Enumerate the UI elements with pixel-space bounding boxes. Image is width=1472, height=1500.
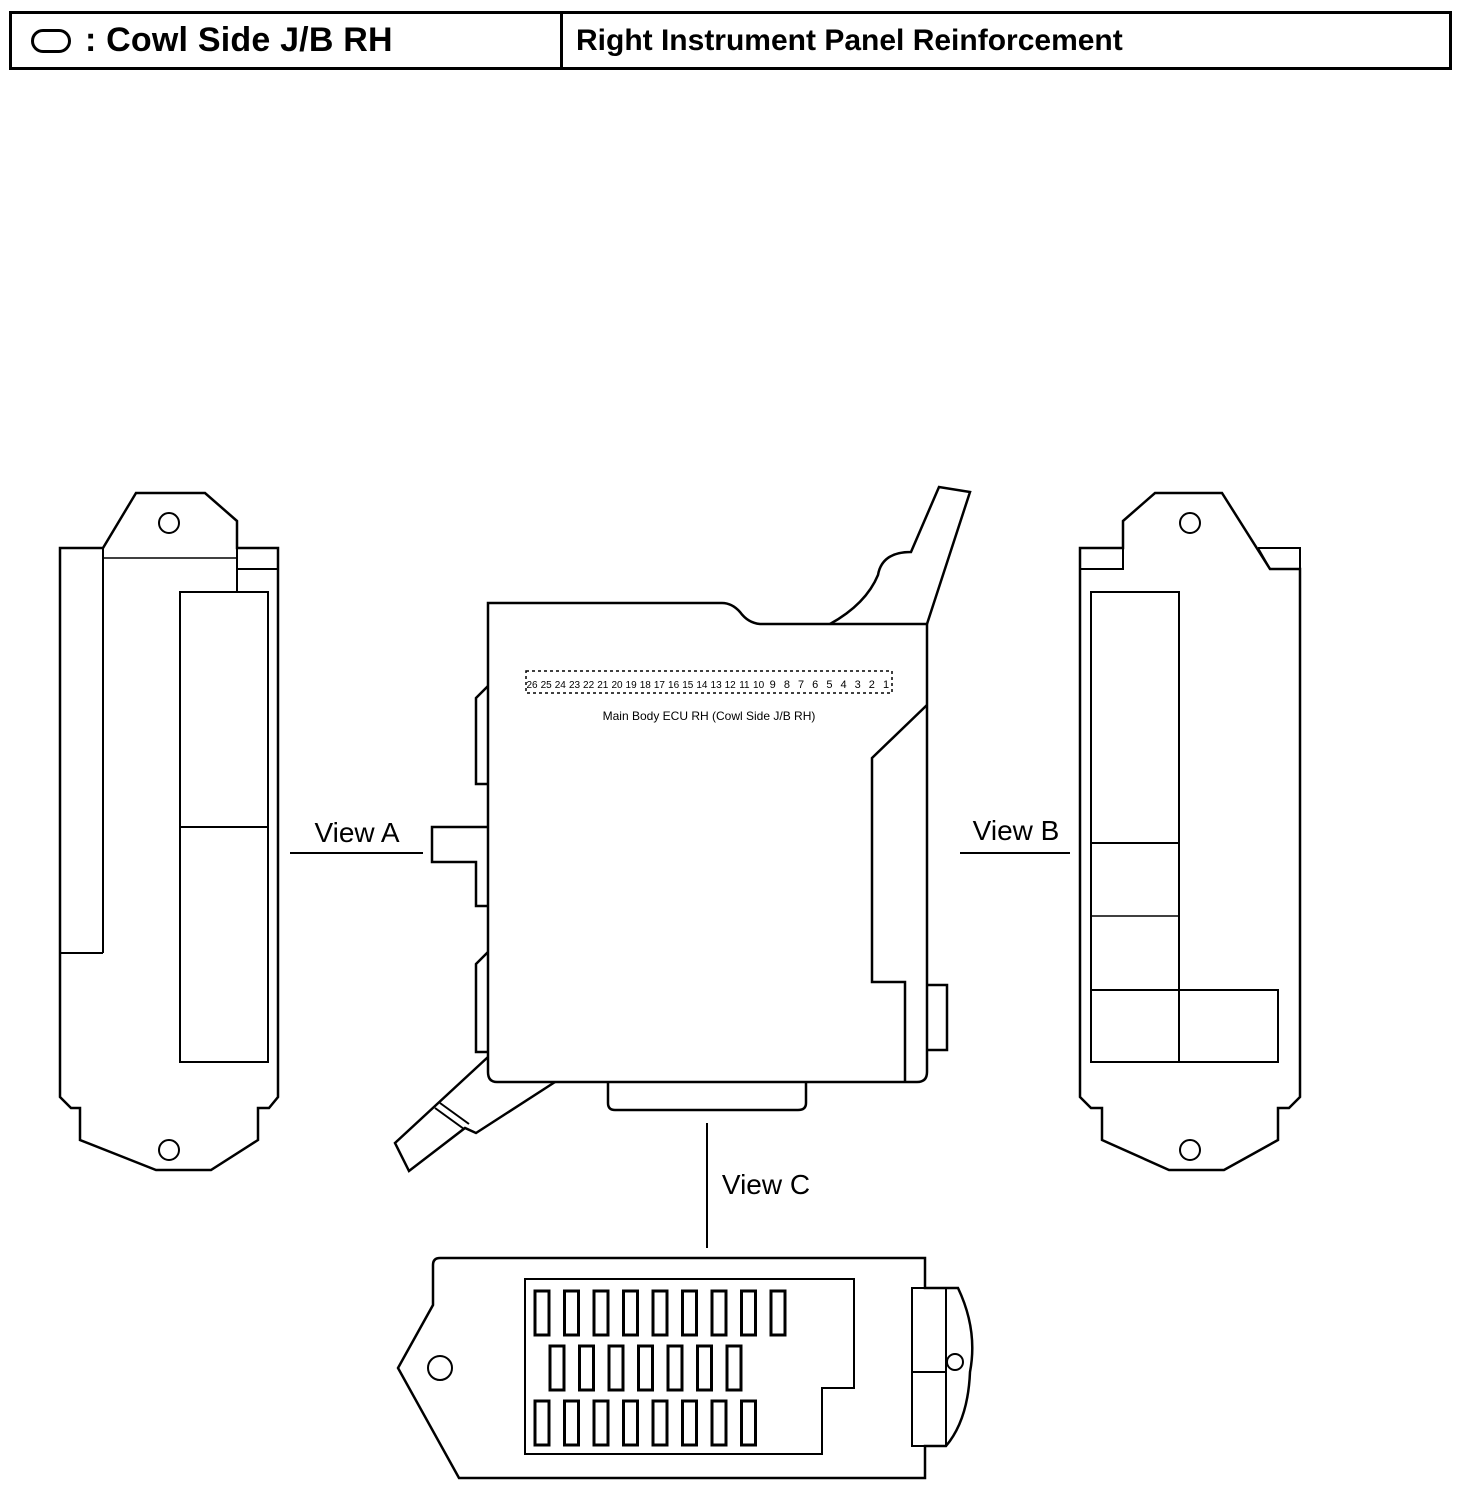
- view-b-label: View B: [973, 815, 1060, 846]
- header-right-cell: Right Instrument Panel Reinforcement: [563, 14, 1449, 67]
- cavity: [666, 1344, 684, 1392]
- header-bar: : Cowl Side J/B RH Right Instrument Pane…: [9, 11, 1452, 70]
- view-a-label: View A: [314, 817, 399, 848]
- pin-number-label: 18: [640, 680, 652, 691]
- pin-number-label: 10: [753, 680, 765, 691]
- pin-number-label: 21: [597, 680, 609, 691]
- header-left-cell: : Cowl Side J/B RH: [12, 14, 563, 67]
- connector-title: : Cowl Side J/B RH: [85, 21, 393, 59]
- pin-number-label: 1: [883, 679, 889, 691]
- cavity: [548, 1344, 566, 1392]
- pin-number-label: 22: [583, 680, 595, 691]
- connector-cavities: [533, 1289, 787, 1447]
- cavity: [681, 1399, 698, 1447]
- pin-number-label: 2: [869, 679, 875, 691]
- cavity: [607, 1344, 625, 1392]
- cavity: [578, 1344, 595, 1392]
- pin-number-label: 12: [725, 680, 737, 691]
- cavity: [533, 1399, 551, 1447]
- pin-number-label: 6: [812, 679, 818, 691]
- pin-number-label: 13: [711, 680, 723, 691]
- pin-number-label: 9: [770, 679, 776, 691]
- pin-number-label: 7: [798, 679, 804, 691]
- pin-number-label: 4: [840, 679, 846, 691]
- cavity: [563, 1399, 580, 1447]
- cavity: [637, 1344, 654, 1392]
- cavity: [740, 1399, 757, 1447]
- cavity: [769, 1289, 787, 1337]
- pin-strip: [525, 670, 893, 694]
- cavity: [710, 1399, 728, 1447]
- view-c-drawing: [396, 1256, 974, 1480]
- cavity: [533, 1289, 551, 1337]
- pin-number-label: 25: [541, 680, 553, 691]
- cavity: [651, 1289, 669, 1337]
- oval-symbol-icon: [31, 28, 71, 53]
- view-b-drawing: [1078, 491, 1302, 1172]
- view-c-label: View C: [722, 1169, 810, 1200]
- pin-number-label: 8: [784, 679, 790, 691]
- pin-number-label: 20: [611, 680, 623, 691]
- cavity: [651, 1399, 669, 1447]
- cavity: [592, 1399, 610, 1447]
- mounting-location: Right Instrument Panel Reinforcement: [576, 23, 1123, 57]
- cavity: [710, 1289, 728, 1337]
- cavity: [592, 1289, 610, 1337]
- cavity: [725, 1344, 743, 1392]
- cavity: [622, 1399, 639, 1447]
- pin-number-label: 19: [626, 680, 638, 691]
- pin-number-label: 26: [526, 680, 538, 691]
- pin-number-label: 11: [739, 680, 750, 691]
- pin-number-label: 14: [696, 680, 708, 691]
- pin-number-label: 17: [654, 680, 666, 691]
- cavity: [622, 1289, 639, 1337]
- pin-number-label: 3: [855, 679, 861, 691]
- pin-number-label: 24: [555, 680, 567, 691]
- pin-number-label: 5: [826, 679, 832, 691]
- view-a-drawing: [58, 491, 280, 1172]
- ecu-label: Main Body ECU RH (Cowl Side J/B RH): [603, 709, 816, 723]
- pin-number-label: 16: [668, 680, 680, 691]
- cavity: [740, 1289, 757, 1337]
- cavity: [681, 1289, 698, 1337]
- pin-number-label: 15: [682, 680, 694, 691]
- cavity: [696, 1344, 713, 1392]
- cavity: [563, 1289, 580, 1337]
- pin-number-label: 23: [569, 680, 581, 691]
